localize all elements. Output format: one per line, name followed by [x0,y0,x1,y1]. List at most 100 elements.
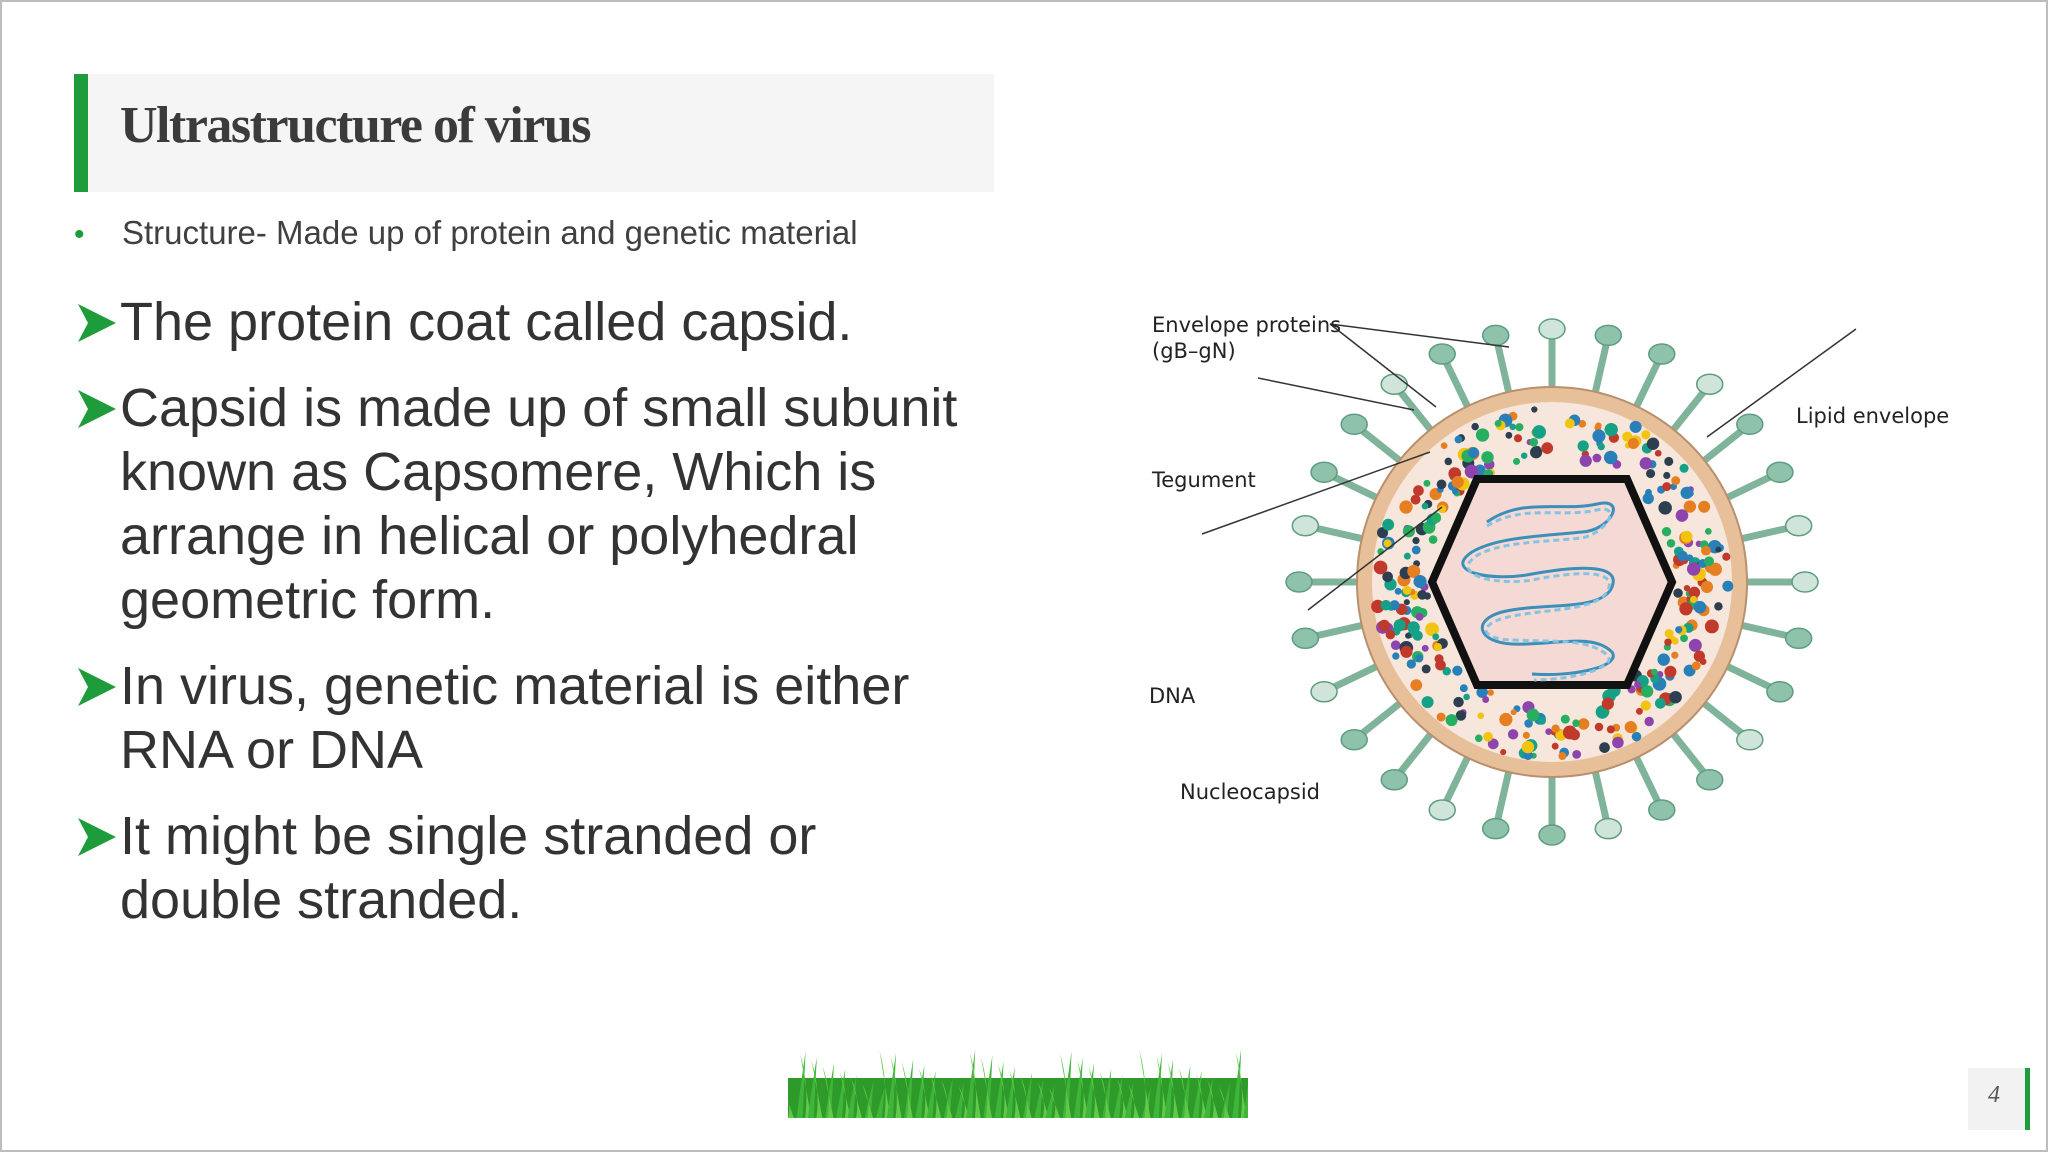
arrow-bullet-icon [78,668,116,706]
tegument-particle [1664,638,1672,646]
tegument-particle [1646,469,1656,479]
tegument-particle [1592,429,1606,443]
tegument-particle [1675,626,1683,634]
spike-head [1428,799,1456,821]
grass-blade [1062,1051,1072,1118]
point-line: arrange in helical or polyhedral [120,506,859,566]
spike-head [1481,817,1510,840]
spike-stalk [1358,697,1406,738]
point-line: double stranded. [120,870,523,930]
spike-stalk [1631,751,1662,805]
tegument-particle [1693,650,1706,662]
tegument-particle [1654,449,1662,457]
tegument-particle [1722,552,1731,561]
tegument-particle [1599,742,1610,753]
grass-blade [1049,1088,1060,1118]
spike-stalk [1667,388,1708,436]
grass-blade [851,1078,862,1118]
tegument-particle [1383,539,1392,548]
tegument-particle [1664,665,1677,678]
tegument-particle [1558,752,1567,760]
spike-head [1380,769,1409,791]
spike-head [1538,318,1566,340]
tegument-particle [1499,712,1513,727]
tegument-particle [1693,600,1707,614]
grass-blade [800,1054,812,1118]
tegument-particle [1445,714,1458,727]
spike-head [1594,324,1623,347]
grass-blade [811,1060,823,1118]
tegument-particle [1545,728,1553,735]
spike-head [1766,681,1794,703]
grass-blade [788,1099,794,1118]
grass-blade [958,1086,970,1118]
grass-blade [1113,1075,1123,1118]
tegument-particle [1411,545,1421,555]
tegument-particle [1635,707,1643,715]
tegument-particle [1671,637,1679,645]
tegument-particle [1389,600,1400,611]
spike-stalk [1396,728,1437,776]
spike-head [1310,681,1338,703]
tegument-particle [1435,659,1446,671]
tegument-particle [1513,457,1521,465]
label-dna: DNA [1149,684,1196,708]
tegument-particle [1513,434,1523,443]
tegument-particle [1382,518,1395,531]
tegument-particle [1477,712,1485,720]
tegument-particle [1475,428,1490,442]
tegument-particle [1371,599,1385,614]
title-bar: Ultrastructure of virus [74,74,994,192]
spike-stalk [1442,751,1473,805]
spike-stalk [1494,342,1514,398]
spike-head [1736,728,1764,751]
spike-stalk [1358,426,1406,467]
tegument-particle [1572,749,1582,759]
structure-bullet: •Structure- Made up of protein and genet… [74,214,858,252]
tegument-particles [1371,406,1734,761]
point-line: The protein coat called capsid. [120,292,853,352]
page-number-box: 4 [1968,1068,2030,1130]
tegument-particle [1654,697,1666,709]
tegument-particle [1592,453,1602,463]
structure-text: Structure- Made up of protein and geneti… [122,214,858,251]
grass-blade [1218,1086,1230,1118]
bullet-points: The protein coat called capsid. Capsid i… [74,290,994,954]
grass-blade [1167,1062,1179,1118]
tegument-particle [1722,580,1734,592]
tegument-particle [1673,588,1683,598]
tegument-particle [1522,731,1530,739]
spike-stalk [1312,620,1368,640]
tegument-particle [1510,709,1517,716]
tegument-particle [1454,435,1463,444]
spike-head [1285,571,1313,593]
arrow-bullet-icon [78,818,116,856]
tegument-particle [1664,456,1674,466]
spike-stalk [1698,697,1746,738]
tegument-particle [1657,653,1670,666]
grass-blade [1034,1079,1044,1118]
spike-stalk [1736,524,1792,544]
point-line: geometric form. [120,570,496,630]
tegument-particle [1463,693,1470,701]
grass-blade [926,1071,936,1118]
label-tegument: Tegument [1151,468,1256,492]
tegument-particle [1515,423,1524,432]
grass-blade [955,1083,964,1118]
tegument-particle [1601,697,1614,710]
arrow-bullet-icon [78,304,116,342]
grass-blade [839,1072,851,1118]
spike-stalk [1631,359,1662,413]
tegument-particle [1604,422,1618,437]
tegument-particle [1482,696,1490,703]
grass-blades [788,1049,1248,1118]
tegument-particle [1400,645,1413,658]
tegument-particle [1487,689,1494,696]
tegument-particle [1640,685,1654,698]
tegument-particle [1679,602,1693,616]
tegument-particle [1509,423,1516,431]
grass-blade [1077,1060,1089,1118]
tegument-particle [1436,712,1446,722]
tegument-particle [1442,666,1451,676]
tegument-particle [1597,443,1605,451]
